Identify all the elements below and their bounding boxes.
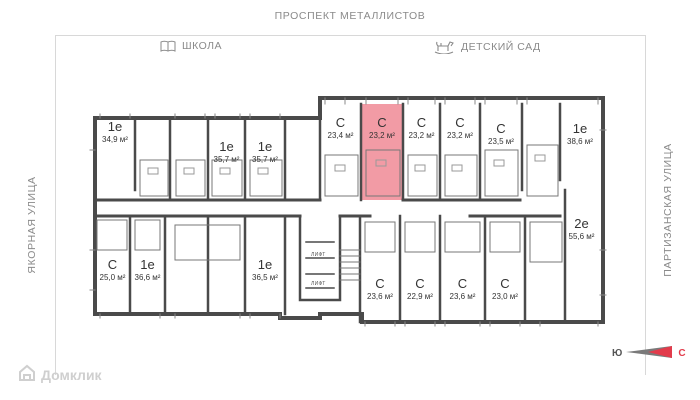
guide-line-right <box>645 35 646 375</box>
apartment-type: 1е <box>107 119 123 134</box>
guide-line-left <box>55 35 56 375</box>
poi-school-label: ШКОЛА <box>182 40 223 52</box>
apartment-type: С <box>377 115 387 130</box>
apartment-13[interactable]: 1е 36,5 м² <box>245 258 285 283</box>
apartment-type: С <box>415 276 425 291</box>
apartment-area: 38,6 м² <box>567 137 593 146</box>
apartment-8[interactable]: С 23,5 м² <box>480 122 522 147</box>
apartment-area: 23,6 м² <box>367 292 393 301</box>
apartment-type: С <box>335 115 346 130</box>
apartment-1[interactable]: 1е 34,9 м² <box>95 120 135 145</box>
lift-label-2: ЛИФТ <box>311 281 326 287</box>
poi-school: ШКОЛА <box>160 40 222 52</box>
apartment-type: С <box>455 115 465 130</box>
compass-north-label: С <box>678 348 686 359</box>
poi-kindergarten: ДЕТСКИЙ САД <box>433 40 541 54</box>
apartment-area: 23,2 м² <box>369 131 395 140</box>
apartment-4[interactable]: С 23,4 м² <box>320 116 361 141</box>
compass-south-label: Ю <box>612 348 623 359</box>
guide-line-top <box>55 35 645 36</box>
apartment-area: 35,7 м² <box>213 155 240 164</box>
apartment-12[interactable]: 1е 36,6 м² <box>130 258 165 283</box>
apartment-5-selected[interactable]: С 23,2 м² <box>361 116 403 141</box>
apartment-type: 1е <box>257 257 273 272</box>
street-top: ПРОСПЕКТ МЕТАЛЛИСТОВ <box>274 10 426 22</box>
apartment-type: С <box>375 276 385 291</box>
apartment-14[interactable]: С 23,6 м² <box>360 277 400 302</box>
brand-name: Домклик <box>41 366 102 383</box>
apartment-7[interactable]: С 23,2 м² <box>440 116 480 141</box>
apartment-type: С <box>107 257 118 272</box>
brand-logo-icon <box>18 364 36 385</box>
apartment-10[interactable]: 2е 55,6 м² <box>563 217 600 242</box>
apartment-16[interactable]: С 23,6 м² <box>440 277 485 302</box>
apartment-11[interactable]: С 25,0 м² <box>95 258 130 283</box>
apartment-type: 1е <box>572 121 588 136</box>
apartment-area: 36,6 м² <box>134 273 161 282</box>
apartment-area: 35,7 м² <box>252 155 278 164</box>
apartment-area: 23,6 м² <box>449 292 476 301</box>
apartment-type: С <box>496 121 506 136</box>
apartment-area: 25,0 м² <box>99 273 126 282</box>
book-icon <box>160 40 176 52</box>
apartment-type: С <box>416 115 427 130</box>
lift-label-1: ЛИФТ <box>311 252 326 258</box>
selected-unit-highlight <box>361 104 403 200</box>
apartment-3[interactable]: 1е 35,7 м² <box>245 140 285 165</box>
apartment-6[interactable]: С 23,2 м² <box>403 116 440 141</box>
apartment-15[interactable]: С 22,9 м² <box>400 277 440 302</box>
apartment-area: 23,2 м² <box>408 131 435 140</box>
apartment-area: 55,6 м² <box>568 232 595 241</box>
apartment-area: 34,9 м² <box>102 135 128 144</box>
poi-kindergarten-label: ДЕТСКИЙ САД <box>461 41 541 53</box>
apartment-type: С <box>457 276 468 291</box>
apartment-area: 22,9 м² <box>407 292 433 301</box>
apartment-area: 36,5 м² <box>252 273 278 282</box>
brand-watermark: Домклик <box>18 364 102 385</box>
apartment-type: 1е <box>219 139 234 154</box>
apartment-area: 23,2 м² <box>447 131 473 140</box>
apartment-type: 2е <box>574 216 589 231</box>
apartment-type: С <box>500 276 510 291</box>
apartment-type: 1е <box>257 139 273 154</box>
apartment-17[interactable]: С 23,0 м² <box>485 277 525 302</box>
apartment-area: 23,0 м² <box>492 292 518 301</box>
apartment-type: 1е <box>140 257 155 272</box>
apartment-2[interactable]: 1е 35,7 м² <box>208 140 245 165</box>
compass-arrow-icon <box>626 345 674 362</box>
apartment-area: 23,5 м² <box>488 137 514 146</box>
rocking-horse-icon <box>433 40 455 54</box>
apartment-area: 23,4 м² <box>327 131 354 140</box>
apartment-9[interactable]: 1е 38,6 м² <box>560 122 600 147</box>
compass: Ю С <box>612 345 686 362</box>
